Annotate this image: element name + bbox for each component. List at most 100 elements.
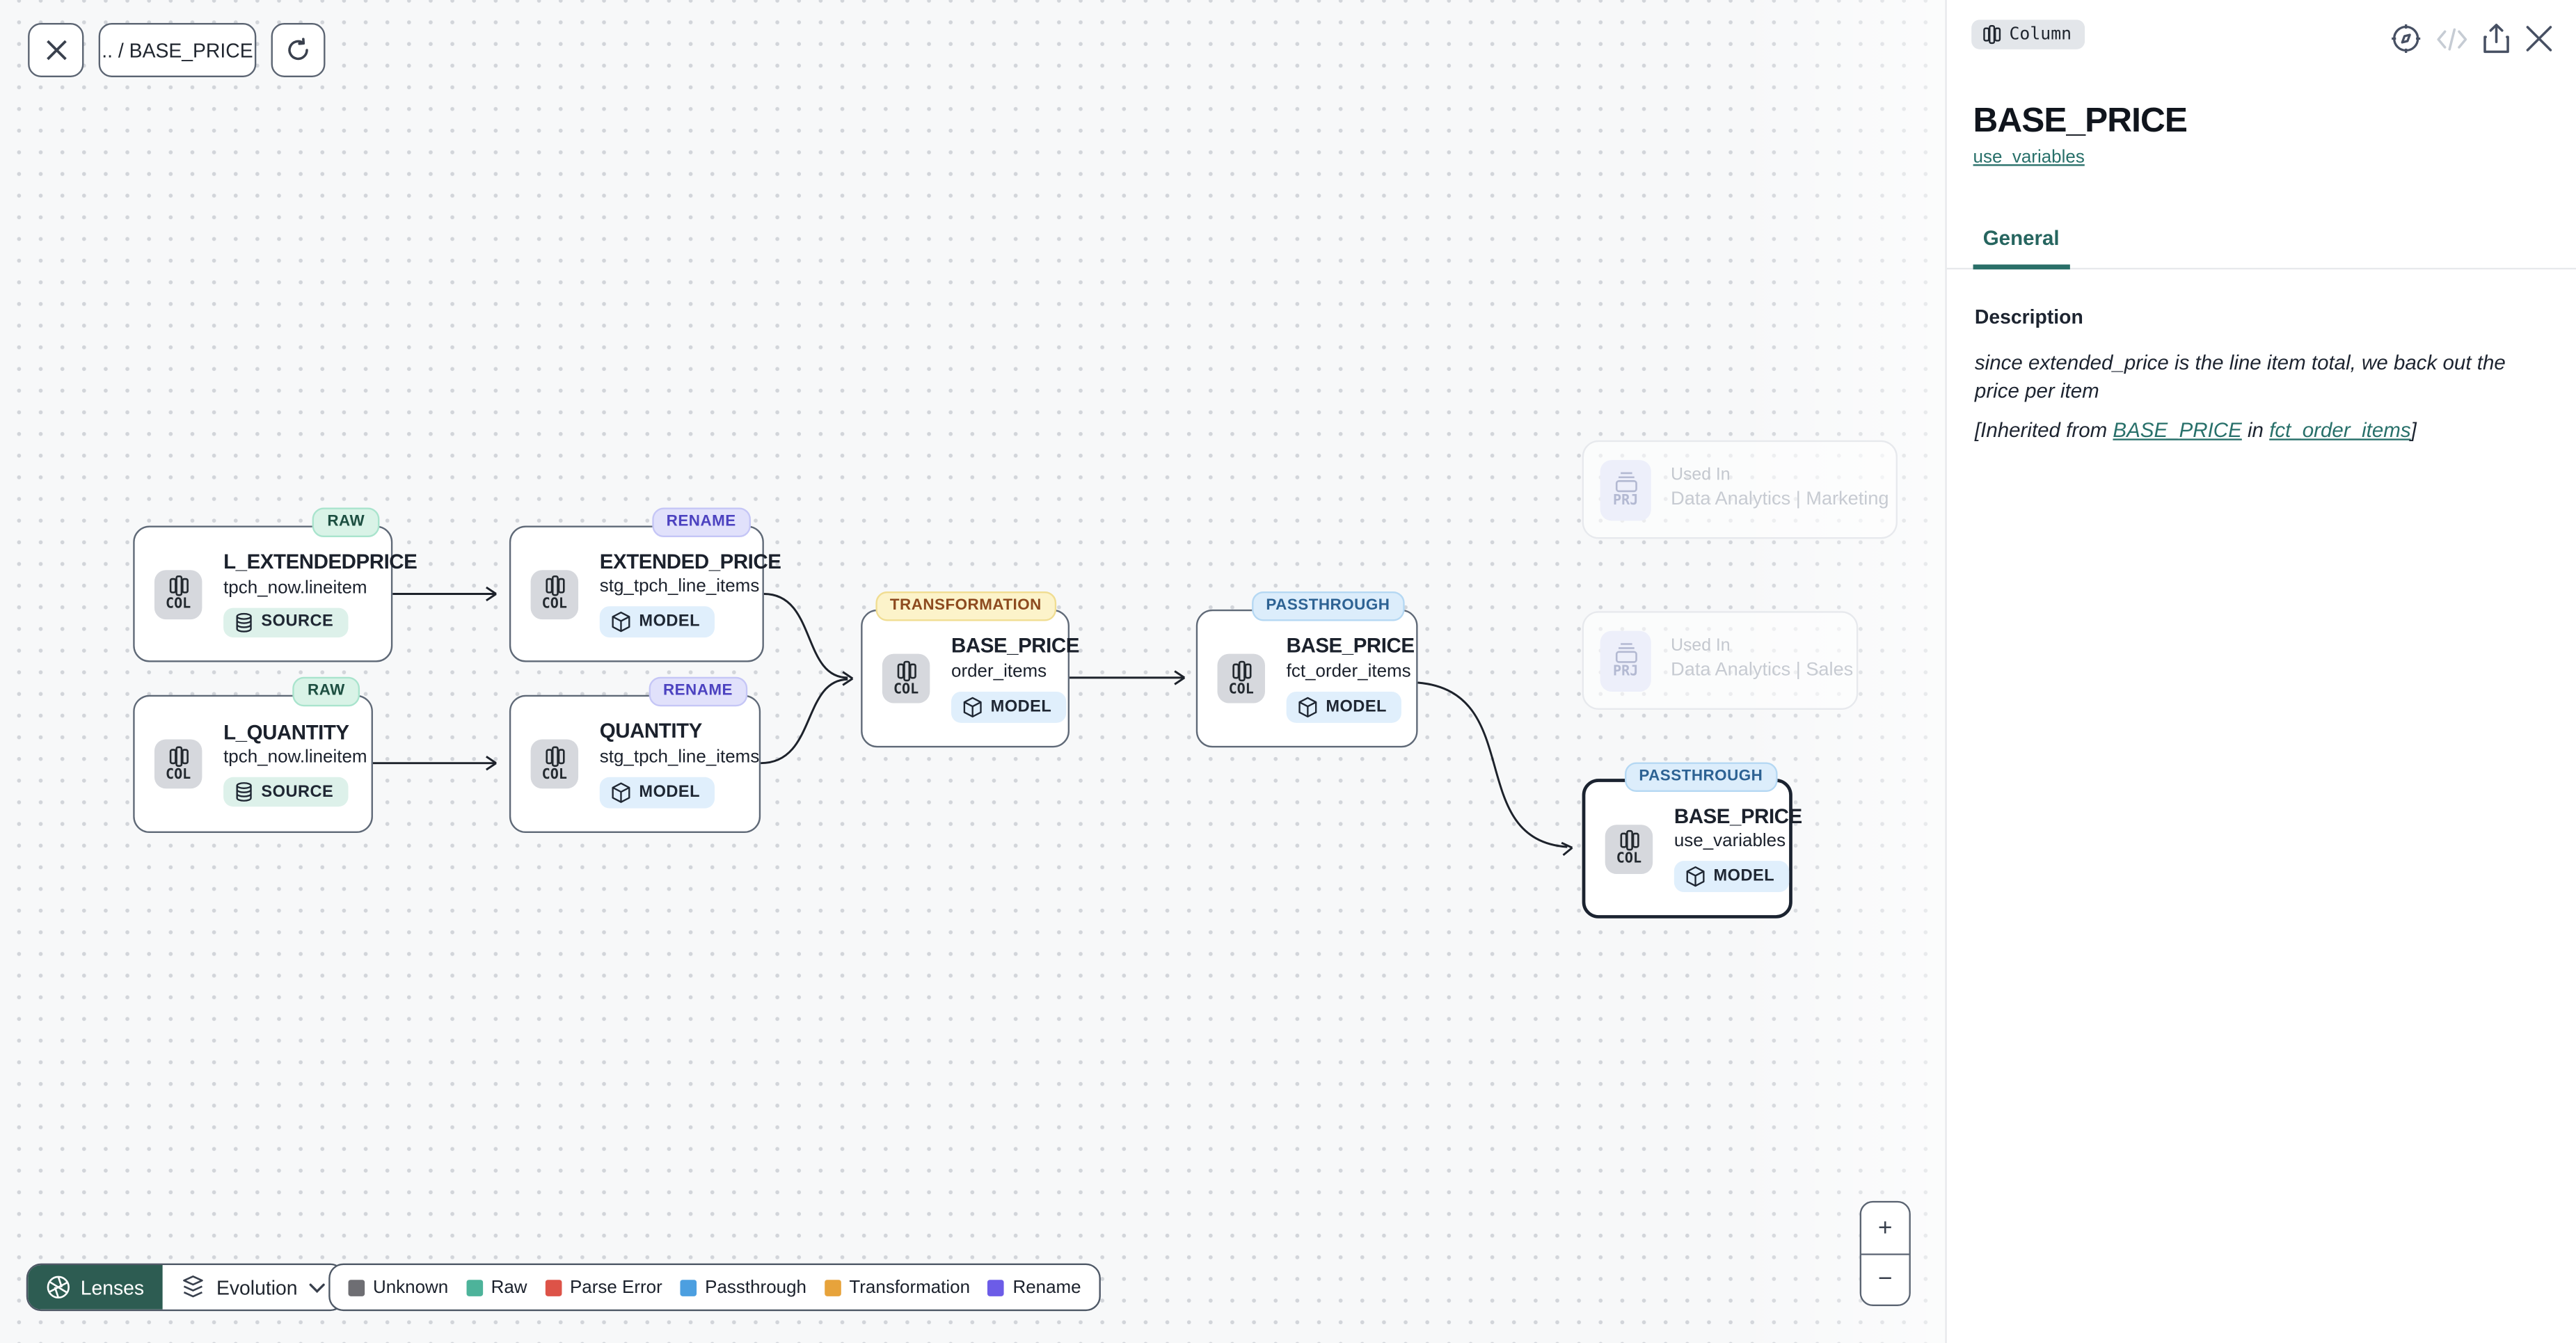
node-subtitle: stg_tpch_line_items (599, 747, 760, 767)
zoom-controls: + − (1859, 1200, 1911, 1306)
model-type-badge: MODEL (599, 777, 715, 809)
type-badge-label: SOURCE (261, 613, 334, 632)
lens-selector[interactable]: Evolution (162, 1264, 344, 1310)
model-type-badge: MODEL (951, 691, 1067, 723)
breadcrumb-label: .. / BASE_PRICE (102, 38, 253, 62)
refresh-button[interactable] (271, 23, 326, 77)
lineage-node-quantity[interactable]: RENAME COL QUANTITY stg_tpch_line_items … (509, 676, 761, 834)
stack-icon (1614, 472, 1637, 492)
project-chip: PRJ (1600, 459, 1651, 520)
panel-tabs: General (1946, 218, 2576, 270)
node-title: QUANTITY (599, 720, 703, 743)
lineage-node-base-price-order-items[interactable]: TRANSFORMATION COL BASE_PRICE order_item… (861, 590, 1079, 748)
node-title: EXTENDED_PRICE (599, 550, 781, 573)
type-badge-label: MODEL (990, 698, 1052, 716)
project-chip-label: PRJ (1613, 663, 1639, 680)
layers-icon (182, 1275, 203, 1298)
legend-swatch (680, 1279, 697, 1296)
model-type-badge: MODEL (1286, 691, 1402, 723)
details-panel: Column BASE_PRICE use_variables General … (1945, 0, 2576, 1343)
evolution-badge: PASSTHROUGH (1251, 590, 1405, 621)
columns-icon (1232, 660, 1251, 681)
column-chip: COL (154, 739, 202, 789)
legend-item-passthrough: Passthrough (680, 1278, 806, 1297)
type-badge-label: MODEL (1713, 868, 1775, 887)
column-chip: COL (1605, 824, 1653, 873)
close-graph-button[interactable] (28, 23, 84, 77)
type-badge-label: MODEL (1326, 698, 1387, 716)
node-subtitle: tpch_now.lineitem (223, 577, 367, 598)
stack-icon (1614, 642, 1637, 663)
entity-type-badge: Column (1971, 19, 2085, 49)
model-link[interactable]: use_variables (1973, 148, 2085, 168)
column-chip-label: COL (166, 596, 191, 614)
columns-icon (1619, 830, 1639, 851)
node-title: L_EXTENDEDPRICE (223, 550, 418, 574)
project-chip-label: PRJ (1613, 492, 1639, 509)
lineage-canvas[interactable]: .. / BASE_PRICE RAW COL L_EXTENDEDPRICE … (0, 0, 1946, 1343)
zoom-out-button[interactable]: − (1861, 1254, 1909, 1305)
node-subtitle: use_variables (1673, 831, 1786, 852)
columns-icon (896, 660, 916, 681)
inherited-column-link[interactable]: BASE_PRICE (2113, 419, 2242, 443)
lineage-node-extended-price[interactable]: RENAME COL EXTENDED_PRICE stg_tpch_line_… (509, 507, 781, 662)
view-code-button[interactable] (2436, 27, 2467, 50)
evolution-badge: RAW (312, 507, 380, 537)
model-type-badge: MODEL (599, 606, 715, 638)
column-chip-label: COL (893, 681, 919, 698)
source-type-badge: SOURCE (223, 777, 349, 808)
description-text: since extended_price is the line item to… (1974, 351, 2506, 404)
used-in-card-marketing[interactable]: PRJ Used In Data Analytics | Marketing (1582, 440, 1898, 539)
cube-icon (612, 612, 630, 633)
legend-item-transformation: Transformation (824, 1278, 970, 1297)
code-icon (2437, 27, 2467, 50)
cube-icon (1298, 697, 1317, 717)
lenses-button-label: Lenses (80, 1276, 145, 1299)
lineage-node-base-price-use-variables[interactable]: PASSTHROUGH COL BASE_PRICE use_variables… (1582, 761, 1802, 919)
panel-title: BASE_PRICE (1973, 102, 2188, 140)
lineage-node-base-price-fct-order-items[interactable]: PASSTHROUGH COL BASE_PRICE fct_order_ite… (1195, 590, 1418, 748)
legend-swatch (348, 1279, 365, 1296)
lenses-control: Lenses Evolution (26, 1263, 345, 1312)
tab-general[interactable]: General (1973, 218, 2069, 270)
type-badge-label: MODEL (639, 783, 701, 802)
used-in-project: Data Analytics | Sales (1671, 660, 1854, 681)
type-badge-label: MODEL (639, 613, 701, 632)
used-in-card-sales[interactable]: PRJ Used In Data Analytics | Sales (1582, 611, 1859, 710)
project-chip: PRJ (1600, 630, 1651, 691)
lens-selected-label: Evolution (216, 1276, 298, 1299)
column-chip: COL (154, 569, 202, 619)
node-subtitle: stg_tpch_line_items (599, 576, 760, 597)
node-title: L_QUANTITY (223, 720, 349, 744)
column-chip: COL (1217, 653, 1265, 704)
zoom-in-button[interactable]: + (1861, 1202, 1909, 1255)
columns-icon (545, 745, 564, 767)
legend-item-rename: Rename (988, 1278, 1081, 1297)
close-icon (2526, 26, 2552, 51)
legend-item-unknown: Unknown (348, 1278, 448, 1297)
evolution-legend: Unknown Raw Parse Error Passthrough Tran… (328, 1263, 1101, 1312)
refresh-icon (288, 38, 308, 61)
lenses-button[interactable]: Lenses (28, 1264, 163, 1310)
node-title: BASE_PRICE (1673, 804, 1802, 828)
node-subtitle: fct_order_items (1286, 661, 1411, 681)
legend-swatch (545, 1279, 562, 1296)
column-chip-label: COL (166, 766, 191, 784)
type-badge-label: SOURCE (261, 783, 334, 802)
evolution-badge: TRANSFORMATION (875, 590, 1057, 621)
explore-compass-button[interactable] (2390, 23, 2422, 54)
node-subtitle: order_items (951, 661, 1047, 681)
lineage-node-l-quantity[interactable]: RAW COL L_QUANTITY tpch_now.lineitem SOU… (133, 676, 373, 834)
database-icon (236, 612, 252, 633)
close-panel-button[interactable] (2525, 24, 2553, 52)
entity-type-label: Column (2009, 24, 2072, 45)
breadcrumb[interactable]: .. / BASE_PRICE (98, 23, 257, 77)
share-button[interactable] (2482, 23, 2510, 54)
lineage-node-l-extendedprice[interactable]: RAW COL L_EXTENDEDPRICE tpch_now.lineite… (133, 507, 418, 662)
column-chip: COL (882, 653, 930, 704)
description-heading: Description (1974, 305, 2083, 329)
inherited-note: [Inherited from BASE_PRICE in fct_order_… (1974, 419, 2417, 443)
inherited-model-link[interactable]: fct_order_items (2269, 419, 2411, 443)
legend-item-raw: Raw (466, 1278, 527, 1297)
